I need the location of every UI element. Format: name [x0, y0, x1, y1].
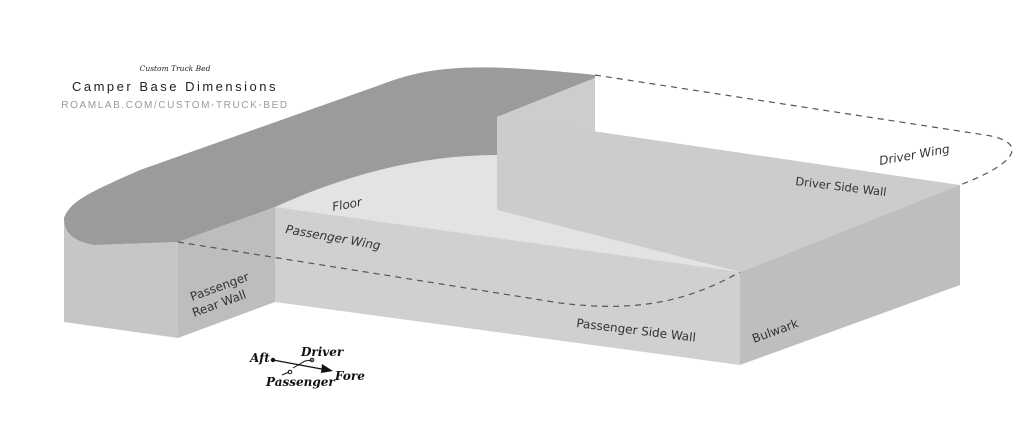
compass-fore-label: Fore — [334, 369, 365, 383]
label-driver-wing: Driver Wing — [878, 142, 951, 168]
compass-driver-marker — [309, 357, 315, 363]
compass-aft-dot — [270, 357, 276, 363]
top-surface — [64, 67, 595, 245]
passenger-wing-outline — [177, 241, 741, 307]
floor-surface — [275, 155, 740, 272]
title-tagline: Custom Truck Bed — [140, 64, 211, 73]
left-end-wall — [64, 218, 178, 338]
driver-wing-outline — [594, 74, 1013, 186]
direction-compass: Aft Driver Passenger Fore — [249, 345, 365, 389]
compass-driver-label: Driver — [300, 345, 345, 359]
title-url: ROAMLAB.COM/CUSTOM-TRUCK-BED — [61, 100, 288, 111]
compass-passenger-label: Passenger — [265, 375, 336, 389]
compass-fore-aft-line — [272, 359, 328, 371]
title-heading: Camper Base Dimensions — [72, 79, 278, 94]
bulwark-face — [740, 185, 960, 365]
driver-side-wall-face — [497, 117, 960, 272]
passenger-side-wall-face — [275, 207, 740, 365]
passenger-rear-wall-face — [178, 207, 275, 338]
label-floor: Floor — [331, 195, 364, 214]
compass-aft-label: Aft — [249, 351, 270, 365]
compass-arrow-icon — [321, 364, 333, 373]
compass-passenger-marker — [287, 369, 293, 375]
